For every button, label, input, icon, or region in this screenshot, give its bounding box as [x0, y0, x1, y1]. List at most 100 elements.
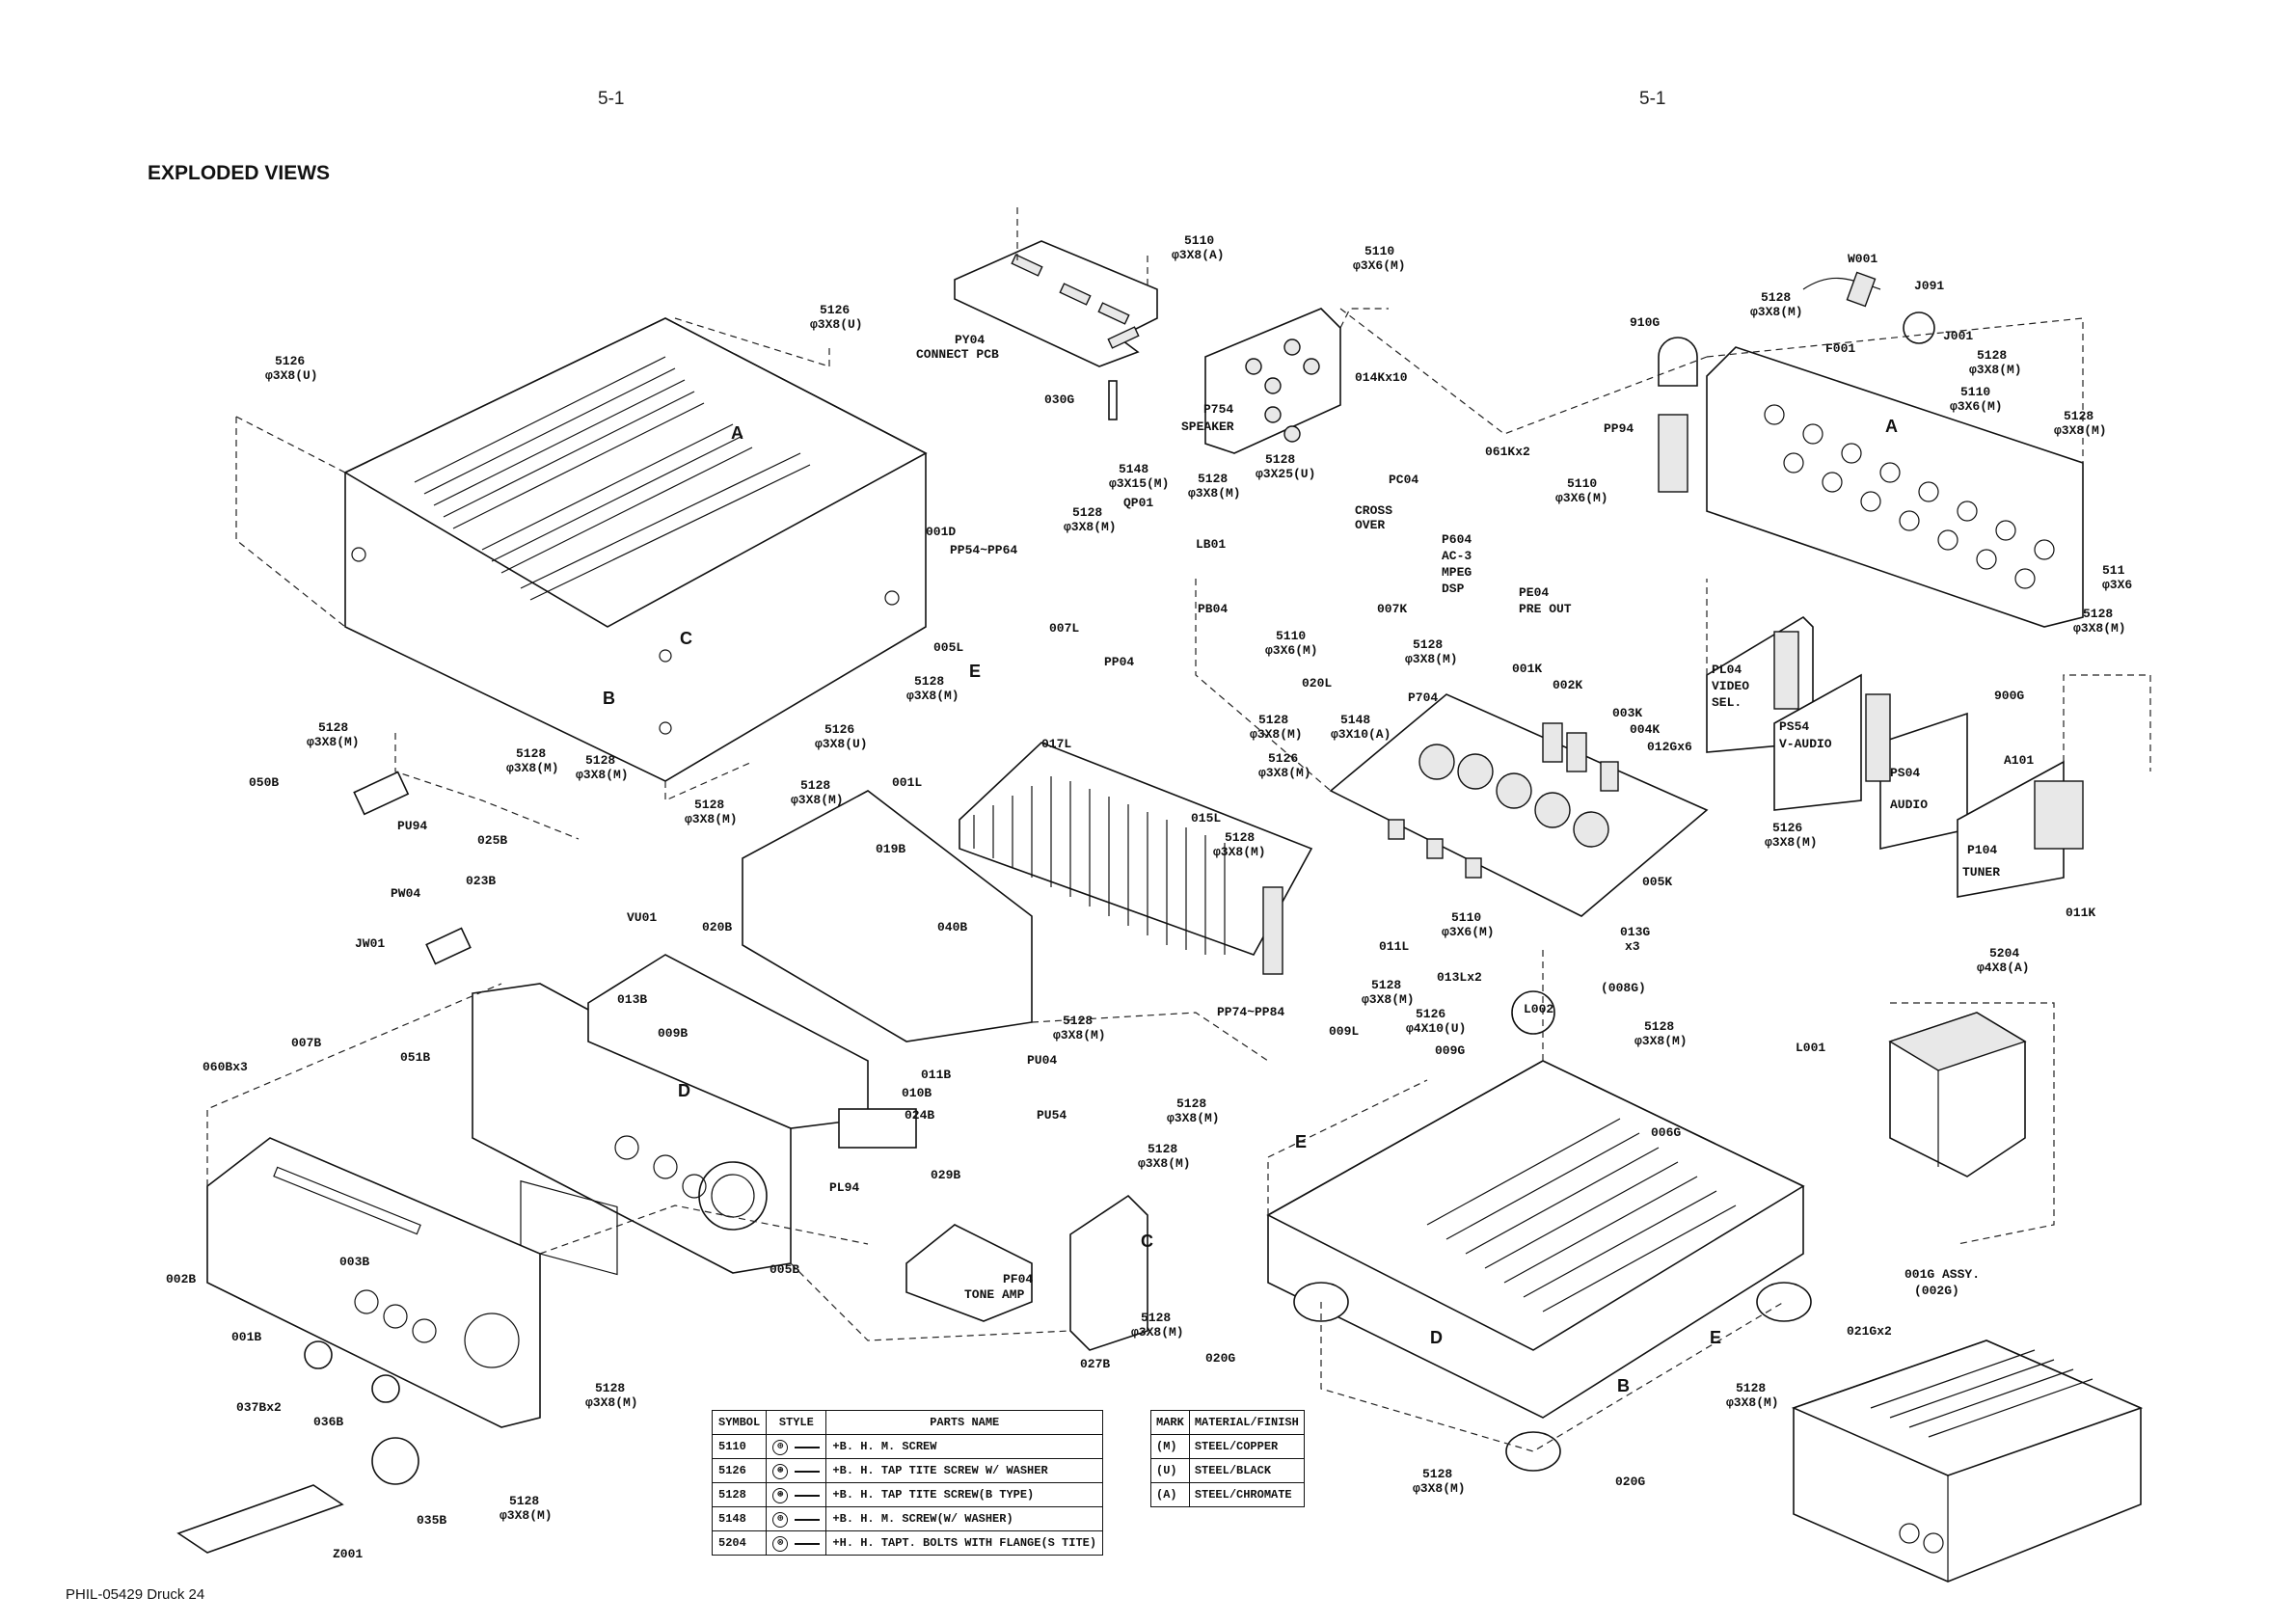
label-007l: 007L: [1049, 621, 1079, 636]
label-013b: 013B: [617, 992, 647, 1007]
label-036b: 036B: [313, 1415, 343, 1429]
label-023b: 023B: [466, 874, 496, 888]
label-040b: 040B: [937, 920, 967, 934]
label-5128: 5128: [1176, 1096, 1206, 1111]
table-row: 5204 ⊗ +H. H. TAPT. BOLTS WITH FLANGE(S …: [711, 1530, 1104, 1556]
label-e: E: [969, 662, 981, 681]
label-spec: φ3X8(M): [1634, 1034, 1688, 1048]
label-019b: 019B: [876, 842, 905, 856]
label-5128: 5128: [1371, 978, 1401, 992]
label-pf04: PF04: [1003, 1272, 1033, 1286]
label-024b: 024B: [905, 1108, 934, 1123]
label-video: VIDEO: [1712, 679, 1749, 693]
label-5128: 5128: [800, 778, 830, 793]
table-row: (M) STEEL/COPPER: [1150, 1434, 1305, 1459]
label-5110: 5110: [1567, 476, 1597, 491]
label-spec: φ3X8(M): [1188, 486, 1241, 501]
label-5128: 5128: [1736, 1381, 1766, 1395]
label-5110: 5110: [1276, 629, 1306, 643]
label-5128: 5128: [516, 746, 546, 761]
label-spec: φ3X8(U): [810, 317, 863, 332]
label-over: OVER: [1355, 518, 1385, 532]
label-5128: 5128: [595, 1381, 625, 1395]
label-5110: 5110: [1184, 233, 1214, 248]
label-5110: 5110: [1364, 244, 1394, 258]
label-spec: φ3X6(M): [1950, 399, 2003, 414]
label-035b: 035B: [417, 1513, 446, 1528]
heat-sink-001l: [959, 742, 1313, 975]
label-jw01: JW01: [355, 936, 385, 951]
label-spec: φ3X8(M): [1765, 835, 1818, 850]
label-spec: φ3X8(M): [1131, 1325, 1184, 1340]
label-011l: 011L: [1379, 939, 1409, 954]
label-5126: 5126: [1772, 821, 1802, 835]
label-dsp: DSP: [1442, 582, 1465, 596]
label-013l: 013Lx2: [1437, 970, 1482, 985]
screw-style: ⊛: [766, 1458, 827, 1483]
label-spec: φ3X25(U): [1256, 467, 1315, 481]
label-spec: φ3X8(M): [791, 793, 844, 807]
label-l001: L001: [1796, 1041, 1825, 1055]
material-finish: STEEL/CHROMATE: [1188, 1482, 1305, 1507]
label-5128: 5128: [1422, 1467, 1452, 1481]
legend-header-style: STYLE: [766, 1410, 827, 1435]
label-5128: 5128: [2083, 607, 2113, 621]
label-050b: 050B: [249, 775, 279, 790]
label-l002: L002: [1524, 1002, 1553, 1016]
knobs: [304, 1340, 419, 1485]
label-025b: 025B: [477, 833, 507, 848]
label-p104: P104: [1967, 843, 1997, 857]
label-connect-pcb: CONNECT PCB: [916, 347, 999, 362]
label-spec: φ3X8(M): [1053, 1028, 1106, 1042]
label-mpeg: MPEG: [1442, 565, 1472, 580]
label-001b: 001B: [231, 1330, 261, 1344]
assembled-receiver-thumbnail: [1791, 1340, 2144, 1583]
material-header-mark: MARK: [1150, 1410, 1190, 1435]
label-spec: φ3X8(M): [906, 689, 959, 703]
label-013g-qty: x3: [1625, 939, 1640, 954]
label-spec: φ3X8(M): [1750, 305, 1803, 319]
label-020g: 020G: [1615, 1475, 1645, 1489]
material-header-finish: MATERIAL/FINISH: [1188, 1410, 1305, 1435]
label-027b: 027B: [1080, 1357, 1110, 1371]
label-005k: 005K: [1642, 875, 1672, 889]
screw-side-icon: [795, 1511, 821, 1521]
screw-side-icon: [795, 1439, 821, 1448]
label-5126: 5126: [824, 722, 854, 737]
label-5204: 5204: [1989, 946, 2019, 961]
front-pcbs: [587, 790, 1148, 1351]
label-spec: φ3X8(M): [1138, 1156, 1191, 1171]
legend-symbol: 5148: [711, 1506, 768, 1531]
label-ps04: PS04: [1890, 766, 1920, 780]
label-a101: A101: [2004, 753, 2034, 768]
label-009g: 009G: [1435, 1043, 1465, 1058]
label-003b: 003B: [339, 1255, 369, 1269]
label-020g: 020G: [1205, 1351, 1235, 1366]
label-spec: φ3X8(M): [1213, 845, 1266, 859]
label-c: C: [1141, 1232, 1153, 1251]
label-029b: 029B: [931, 1168, 960, 1182]
label-002g: (002G): [1914, 1284, 1959, 1298]
label-pb04: PB04: [1198, 602, 1228, 616]
transformer-l001: [1888, 1012, 2027, 1177]
screw-style: ⊗: [766, 1530, 827, 1556]
label-051b: 051B: [400, 1050, 430, 1065]
label-vu01: VU01: [627, 910, 657, 925]
label-020b: 020B: [702, 920, 732, 934]
label-017l: 017L: [1041, 737, 1071, 751]
label-spec: φ3X6(M): [1555, 491, 1608, 505]
label-spec: φ3X8(M): [500, 1508, 553, 1523]
jack-board-pw04: [353, 771, 472, 965]
label-5126: 5126: [820, 303, 850, 317]
label-pp04: PP04: [1104, 655, 1134, 669]
table-row: 5148 ⊕ +B. H. M. SCREW(W/ WASHER): [711, 1506, 1104, 1531]
label-pp74: PP74~PP84: [1217, 1005, 1284, 1019]
screw-head-icon: ⊛: [772, 1463, 789, 1479]
screw-legend-table: SYMBOL STYLE PARTS NAME 5110 ⊕ +B. H. M.…: [711, 1410, 1104, 1556]
label-spec: φ3X8(M): [1064, 520, 1117, 534]
label-5128: 5128: [1072, 505, 1102, 520]
top-cover-001d: [343, 317, 928, 782]
label-spec: φ3X8(M): [2073, 621, 2126, 636]
label-061k: 061Kx2: [1485, 445, 1530, 459]
